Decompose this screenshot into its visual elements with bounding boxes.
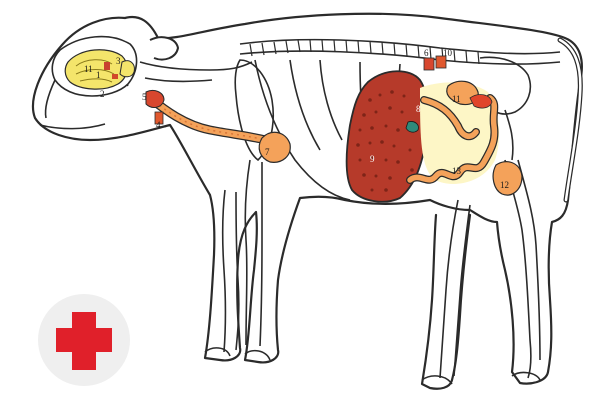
label-9: 9 [370,154,375,164]
label-12: 12 [500,180,509,190]
label-11-lower: 11 [452,94,461,104]
ear [150,37,178,59]
label-10: 10 [443,48,453,58]
label-11-head: 11 [84,64,93,74]
label-6: 6 [424,48,429,58]
label-13: 13 [452,166,462,176]
label-5: 5 [142,92,147,102]
label-2: 2 [100,89,105,99]
label-3: 3 [116,56,121,66]
label-7: 7 [265,147,270,157]
label-1: 1 [96,70,101,80]
red-cross-badge[interactable] [38,294,130,386]
label-8: 8 [416,104,421,114]
label-4: 4 [156,120,161,130]
